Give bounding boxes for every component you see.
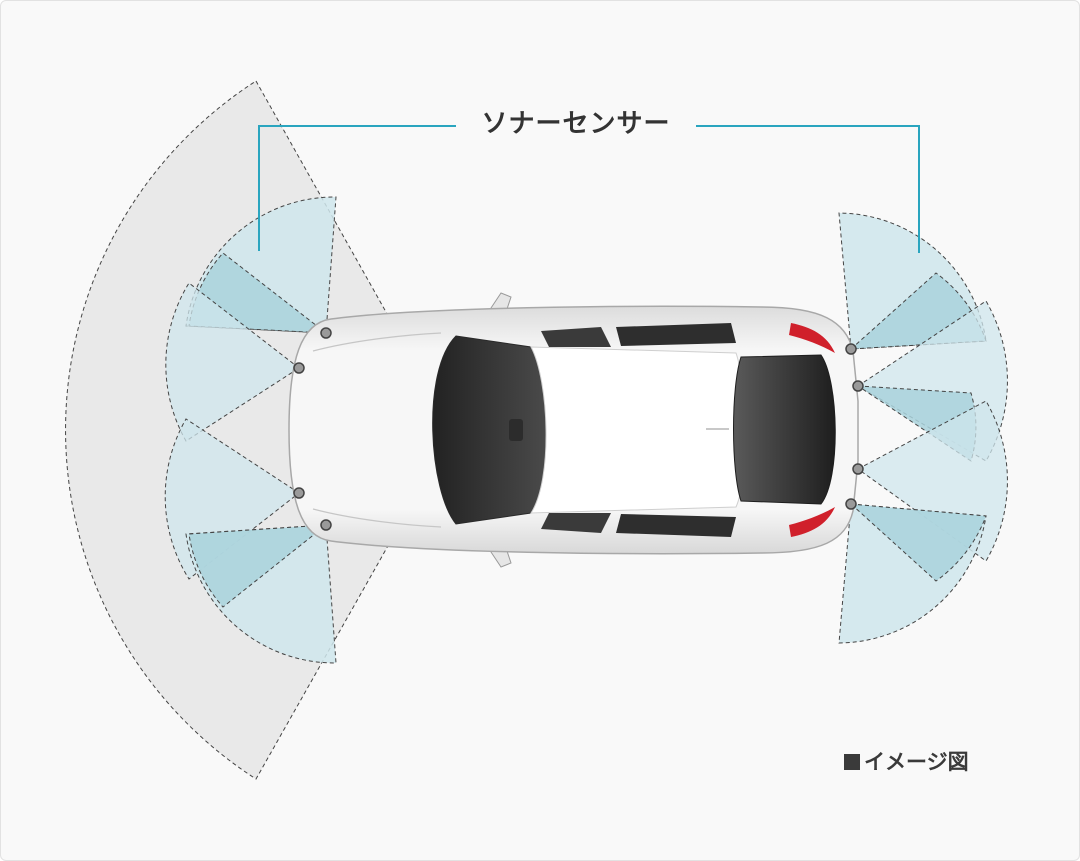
sensor-front-inner-left	[293, 362, 305, 374]
leader-line-right	[696, 125, 920, 253]
diagram-title: ソナーセンサー	[456, 104, 696, 144]
note-text: イメージ図	[864, 750, 969, 774]
front-right-sensor-zone	[185, 524, 337, 664]
leader-line-left	[258, 125, 456, 251]
sensor-rear-left	[845, 343, 857, 355]
sensor-rear-right	[845, 498, 857, 510]
image-note: イメージ図	[844, 746, 969, 776]
front-inner-left-sensor-zone	[165, 282, 300, 442]
sensor-rear-inner-left	[852, 380, 864, 392]
sensor-front-left	[320, 327, 332, 339]
sensor-front-inner-right	[293, 487, 305, 499]
sonar-sensor-icon	[293, 327, 864, 531]
sensor-rear-inner-right	[852, 463, 864, 475]
front-wide-zone	[65, 80, 454, 780]
note-marker-square	[844, 754, 860, 770]
rear-right-sensor-zone	[838, 503, 987, 644]
car-top-view-icon	[288, 292, 859, 568]
sensor-front-right	[320, 519, 332, 531]
